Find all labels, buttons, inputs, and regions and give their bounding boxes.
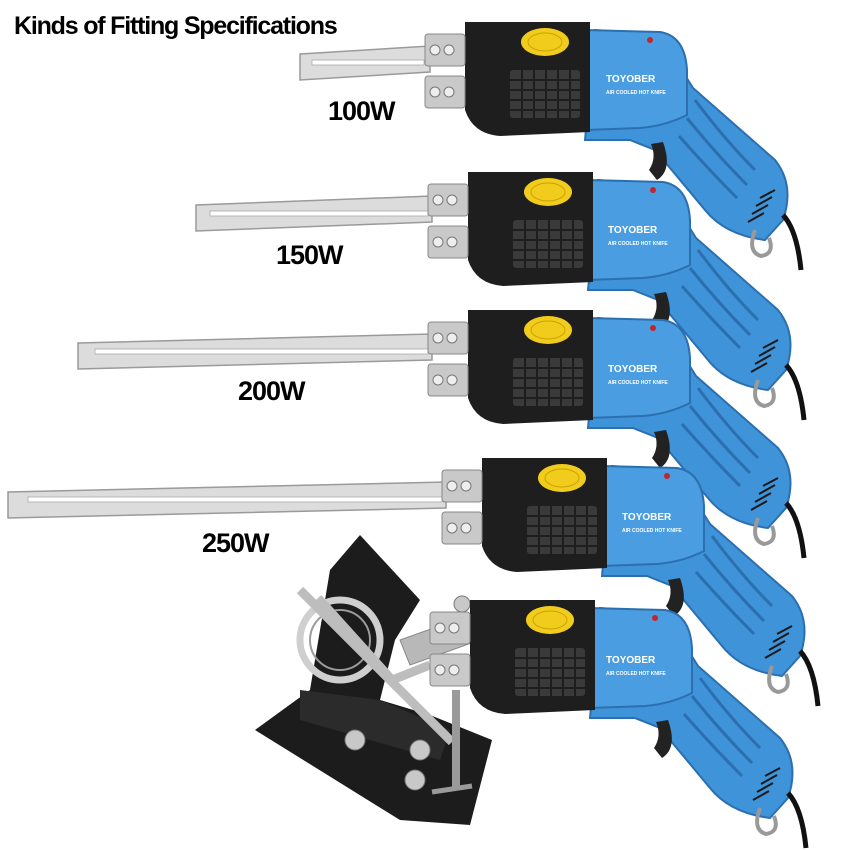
watt-label-200w: 200W — [238, 376, 306, 406]
watt-label-150w: 150W — [276, 240, 344, 270]
brand-label: TOYOBER — [606, 655, 656, 666]
knife-150w: TOYOBER AIR COOLED HOT KNIFE — [195, 172, 804, 420]
brand-label: TOYOBER — [606, 74, 656, 85]
tagline-label: AIR COOLED HOT KNIFE — [606, 671, 666, 677]
watt-label-250w: 250W — [202, 528, 270, 558]
knife-250w: TOYOBER AIR COOLED HOT KNIFE — [7, 458, 818, 706]
tagline-label: AIR COOLED HOT KNIFE — [608, 241, 668, 247]
brand-label: TOYOBER — [622, 512, 672, 523]
guide-ring — [296, 596, 384, 684]
tagline-label: AIR COOLED HOT KNIFE — [622, 528, 682, 534]
knife-200w: TOYOBER AIR COOLED HOT KNIFE — [77, 310, 804, 558]
knife-100w: TOYOBER AIR COOLED HOT KNIFE — [299, 22, 801, 270]
brand-label: TOYOBER — [608, 364, 658, 375]
brand-label: TOYOBER — [608, 225, 658, 236]
watt-label-100w: 100W — [328, 96, 396, 126]
knife-with-guide: TOYOBER AIR COOLED HOT KNIFE — [430, 600, 806, 848]
tagline-label: AIR COOLED HOT KNIFE — [606, 90, 666, 96]
tagline-label: AIR COOLED HOT KNIFE — [608, 380, 668, 386]
page-title: Kinds of Fitting Specifications — [14, 12, 338, 40]
